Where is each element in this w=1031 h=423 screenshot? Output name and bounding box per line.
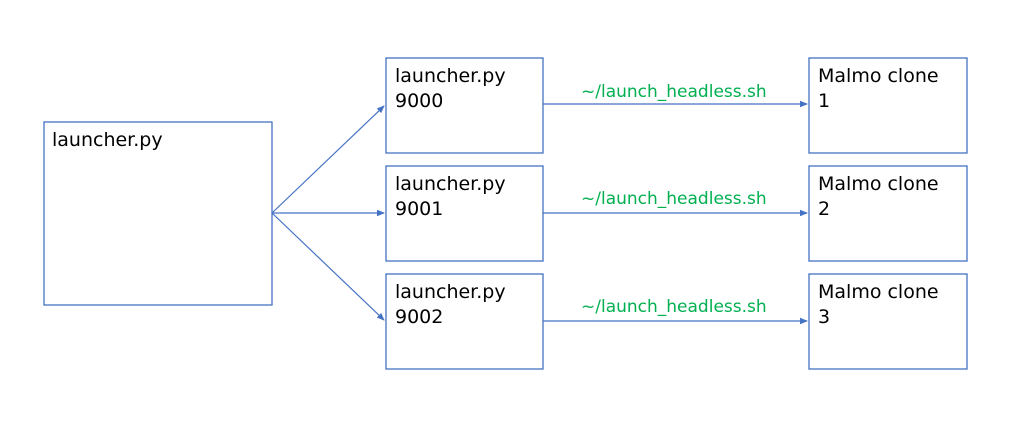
malmo-clone-2-name: Malmo clone [818, 173, 939, 195]
launch-script-label-1: ~/launch_headless.sh [581, 82, 767, 102]
fanout-arrow-3 [271, 212, 385, 321]
launcher-box-9000: launcher.py 9000 [385, 57, 544, 154]
fanout-arrow-1 [271, 105, 385, 214]
launcher-box-9002-name: launcher.py [395, 281, 506, 303]
malmo-clone-1-name: Malmo clone [818, 65, 939, 87]
malmo-clone-box-1: Malmo clone 1 [808, 57, 968, 154]
root-launcher-label: launcher.py [52, 129, 163, 151]
malmo-clone-1-number: 1 [818, 90, 830, 112]
malmo-clone-3-name: Malmo clone [818, 281, 939, 303]
malmo-clone-3-number: 3 [818, 306, 830, 328]
root-launcher-box: launcher.py [43, 121, 273, 306]
launcher-box-9000-name: launcher.py [395, 65, 506, 87]
launcher-box-9002-port: 9002 [395, 306, 443, 328]
malmo-clone-2-number: 2 [818, 198, 830, 220]
launcher-box-9001-port: 9001 [395, 198, 443, 220]
malmo-clone-box-3: Malmo clone 3 [808, 273, 968, 370]
launcher-box-9001-name: launcher.py [395, 173, 506, 195]
malmo-clone-box-2: Malmo clone 2 [808, 165, 968, 262]
launch-script-label-3: ~/launch_headless.sh [581, 297, 767, 317]
launcher-box-9002: launcher.py 9002 [385, 273, 544, 370]
launcher-box-9000-port: 9000 [395, 90, 443, 112]
launcher-box-9001: launcher.py 9001 [385, 165, 544, 262]
launch-script-label-2: ~/launch_headless.sh [581, 189, 767, 209]
